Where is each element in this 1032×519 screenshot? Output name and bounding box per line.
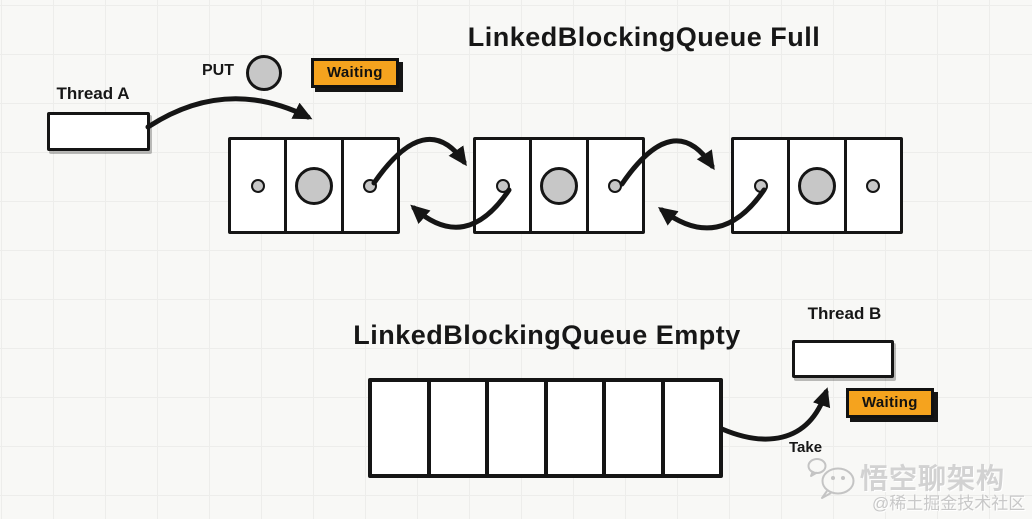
thread-b-box	[792, 340, 894, 378]
queue-node	[731, 137, 903, 234]
prev-pointer-dot	[495, 178, 510, 193]
queue-node	[473, 137, 645, 234]
empty-cell	[664, 382, 719, 474]
empty-section-title: LinkedBlockingQueue Empty	[353, 320, 741, 350]
node-cell	[846, 140, 900, 231]
node-cell	[588, 140, 642, 231]
waiting-badge-bottom: Waiting	[846, 388, 934, 418]
take-arrow	[719, 387, 831, 442]
watermark-brand-text: 悟空聊架构	[860, 463, 1006, 494]
watermark: 悟空聊架构 @稀土掘金技术社区	[806, 454, 1032, 516]
node-cell	[734, 140, 791, 231]
put-label: PUT	[202, 62, 234, 79]
next-pointer-dot	[363, 178, 378, 193]
thread-a-label: Thread A	[56, 84, 130, 103]
full-section-title: LinkedBlockingQueue Full	[467, 22, 821, 52]
empty-cell	[430, 382, 489, 474]
put-item-circle	[246, 55, 282, 91]
empty-queue	[368, 378, 723, 478]
item-circle	[539, 166, 578, 205]
node-cell	[287, 140, 344, 231]
node-cell	[343, 140, 397, 231]
node-cell	[790, 140, 847, 231]
waiting-badge-top: Waiting	[311, 58, 399, 88]
prev-pointer-dot	[250, 178, 265, 193]
item-circle	[797, 166, 836, 205]
next-pointer-dot	[866, 178, 881, 193]
node-cell	[231, 140, 288, 231]
empty-cell	[547, 382, 606, 474]
wechat-chat-bubbles-icon	[807, 458, 855, 499]
empty-cell	[372, 382, 431, 474]
put-arrow	[145, 96, 313, 130]
queue-node	[228, 137, 400, 234]
thread-a-box	[47, 112, 150, 151]
take-label: Take	[789, 439, 823, 456]
node-cell	[532, 140, 589, 231]
node-cell	[476, 140, 533, 231]
empty-cell	[606, 382, 665, 474]
prev-pointer-dot	[753, 178, 768, 193]
item-circle	[294, 166, 333, 205]
thread-b-label: Thread B	[807, 304, 882, 323]
full-queue	[228, 137, 904, 234]
watermark-community-text: @稀土掘金技术社区	[872, 494, 1026, 513]
next-pointer-dot	[608, 178, 623, 193]
empty-cell	[489, 382, 548, 474]
